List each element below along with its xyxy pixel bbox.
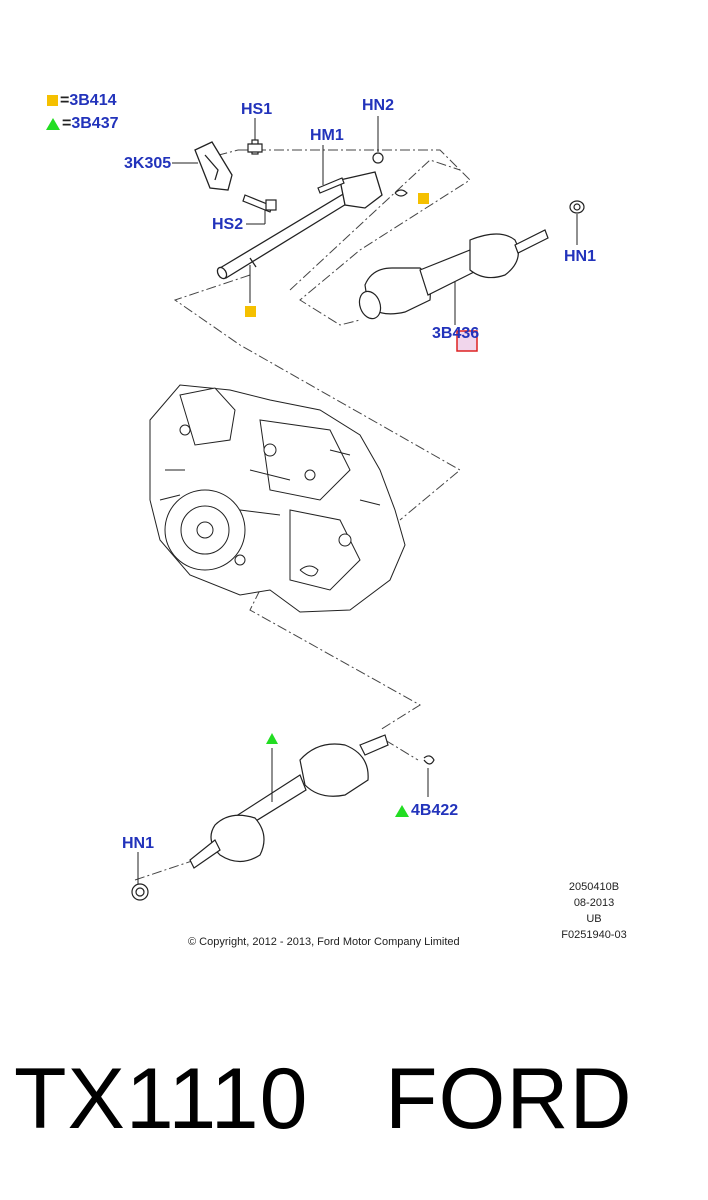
label-hs2: HS2 [212,216,244,233]
copyright-text: © Copyright, 2012 - 2013, Ford Motor Com… [188,936,460,948]
label-3k305: 3K305 [124,155,172,172]
caption-left: TX1110 [14,1051,309,1147]
legend-code: 3B414 [69,92,117,109]
meta-line-1: 2050410B [568,881,620,893]
label-hn1-top: HN1 [564,248,597,265]
half-shaft-right [358,200,585,320]
legend-triangle-row: =3B437 [46,115,119,133]
triangle-icon [395,804,409,817]
drawing-meta: 2050410B 08-2013 UB F0251940-03 [552,879,636,943]
label-hm1: HM1 [310,127,344,144]
label-hn2: HN2 [362,97,395,114]
legend-square-row: =3B414 [47,92,117,110]
highlight-box [456,330,478,352]
transaxle [149,384,406,613]
legend-eq: = [60,92,70,109]
square-marker-1 [418,193,429,204]
label-4b422-text: 4B422 [411,802,459,819]
intermediate-shaft [216,171,383,280]
bracket-3k305 [194,141,233,191]
meta-line-2: 08-2013 [573,897,615,909]
guide-lines [134,149,471,881]
bolts [242,139,408,213]
label-hn1-bottom: HN1 [122,835,155,852]
label-3b436: 3B436 [432,325,480,342]
legend-code: 3B437 [71,115,119,132]
meta-line-3: UB [586,913,602,925]
meta-line-4: F0251940-03 [561,929,627,941]
label-4b422: 4B422 [395,802,458,820]
triangle-legend-icon [46,117,60,130]
caption-right: FORD [385,1051,633,1147]
legend-eq: = [62,115,72,132]
leader-lines [137,116,578,884]
square-marker-2 [245,306,256,317]
label-hs1: HS1 [241,101,273,118]
half-shaft-left [131,734,435,901]
triangle-marker-1 [266,733,278,744]
square-legend-icon [47,95,58,107]
